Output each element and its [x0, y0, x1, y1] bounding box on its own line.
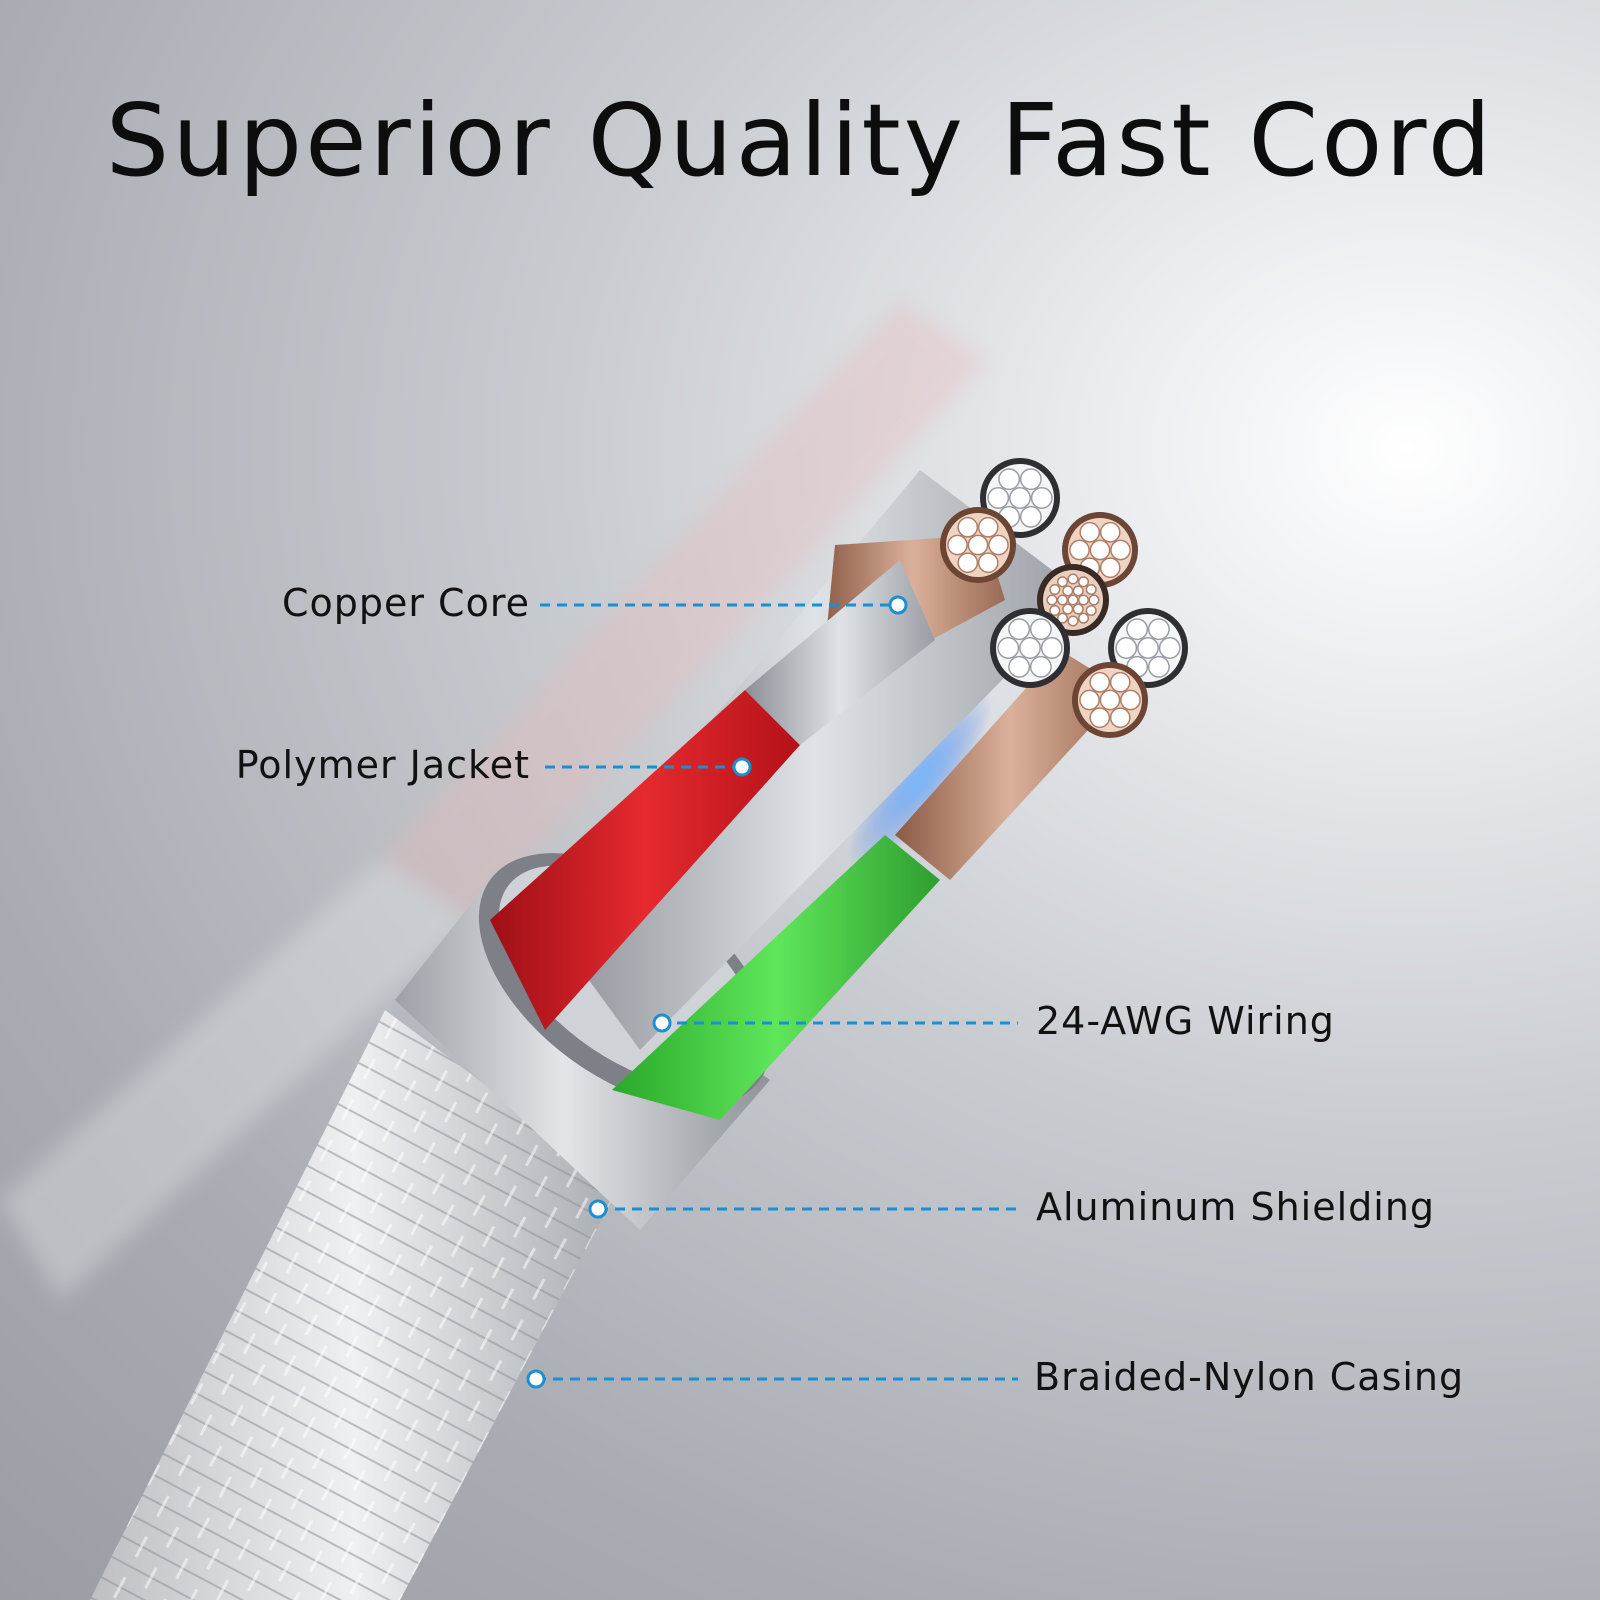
- strand: [998, 468, 1021, 491]
- strand: [1077, 612, 1090, 624]
- polymer-jacket-marker: [732, 757, 752, 777]
- strand: [1110, 539, 1131, 561]
- strand: [1008, 618, 1031, 641]
- braided-casing-marker: [526, 1369, 546, 1389]
- strand: [1137, 637, 1159, 659]
- strand: [1120, 689, 1141, 711]
- strand: [1056, 612, 1069, 624]
- strand: [1072, 585, 1084, 597]
- strand: [988, 534, 1009, 556]
- strand: [1040, 637, 1063, 659]
- strand: [1089, 707, 1111, 729]
- label-copper-core: Copper Core: [281, 581, 530, 625]
- strand: [1019, 637, 1041, 659]
- label-polymer-jacket: Polymer Jacket: [235, 743, 530, 787]
- strand: [1085, 583, 1097, 596]
- label-24-awg-wiring: 24-AWG Wiring: [1036, 999, 1335, 1043]
- strand: [1109, 671, 1131, 693]
- strand: [1126, 618, 1149, 641]
- strand: [1079, 689, 1100, 711]
- strand: [1019, 468, 1042, 491]
- strand: [1099, 521, 1121, 543]
- strand: [1056, 594, 1069, 606]
- center-fine-strand-bundle: [1037, 564, 1109, 636]
- strand: [947, 534, 968, 556]
- strand: [977, 516, 999, 538]
- copper-strand-bundle-left: [940, 507, 1016, 583]
- strand: [1109, 707, 1131, 729]
- braided-nylon-casing: [90, 1010, 620, 1600]
- strand: [1089, 539, 1111, 561]
- strand: [1099, 557, 1121, 579]
- inner-conductors: [490, 470, 1125, 1120]
- strand: [1069, 539, 1090, 561]
- wire-bundle-end-caps: [940, 458, 1188, 738]
- aluminum-shielding-marker: [588, 1199, 608, 1219]
- callout-markers: [526, 595, 908, 1389]
- strand: [1147, 655, 1170, 678]
- strand: [1067, 615, 1079, 627]
- label-aluminum-shielding: Aluminum Shielding: [1036, 1185, 1436, 1229]
- copper-core-marker: [888, 595, 908, 615]
- awg-wiring-marker: [652, 1013, 672, 1033]
- strand: [957, 552, 979, 574]
- strand: [1089, 671, 1111, 693]
- strand: [1029, 618, 1052, 641]
- label-braided-nylon-casing: Braided-Nylon Casing: [1034, 1355, 1465, 1399]
- strand: [1072, 603, 1084, 615]
- silver-strand-bundle-top: [980, 458, 1060, 538]
- strand: [1085, 604, 1097, 617]
- strand: [957, 516, 979, 538]
- strand: [1049, 583, 1061, 596]
- strand: [1009, 487, 1031, 509]
- callout-leader-lines: [536, 603, 1018, 1381]
- strand: [1062, 585, 1074, 597]
- silver-strand-bundle-right: [1108, 608, 1188, 688]
- strand: [1046, 594, 1058, 606]
- strand: [1030, 487, 1053, 509]
- strand: [1158, 637, 1181, 659]
- strand: [997, 637, 1020, 659]
- strand: [1062, 603, 1074, 615]
- strand: [1067, 594, 1079, 606]
- strand: [1056, 576, 1069, 588]
- strand: [1077, 594, 1090, 606]
- strand: [1099, 689, 1121, 711]
- strand: [977, 552, 999, 574]
- strand: [1067, 573, 1079, 585]
- strand: [1049, 604, 1061, 617]
- copper-strand-bundle-bottom: [1072, 662, 1148, 738]
- page-title: Superior Quality Fast Cord: [105, 82, 1495, 199]
- strand: [1147, 618, 1170, 641]
- strand: [1029, 655, 1052, 678]
- strand: [1019, 505, 1042, 528]
- background-cable-blur: [0, 300, 990, 1300]
- strand: [1079, 521, 1101, 543]
- strand: [987, 487, 1010, 509]
- strand: [967, 534, 989, 556]
- strand: [1115, 637, 1138, 659]
- strand: [1088, 594, 1100, 606]
- strand: [1077, 576, 1090, 588]
- silver-strand-bundle-left: [990, 608, 1070, 688]
- copper-strand-bundle-right: [1062, 512, 1138, 588]
- strand: [1008, 655, 1031, 678]
